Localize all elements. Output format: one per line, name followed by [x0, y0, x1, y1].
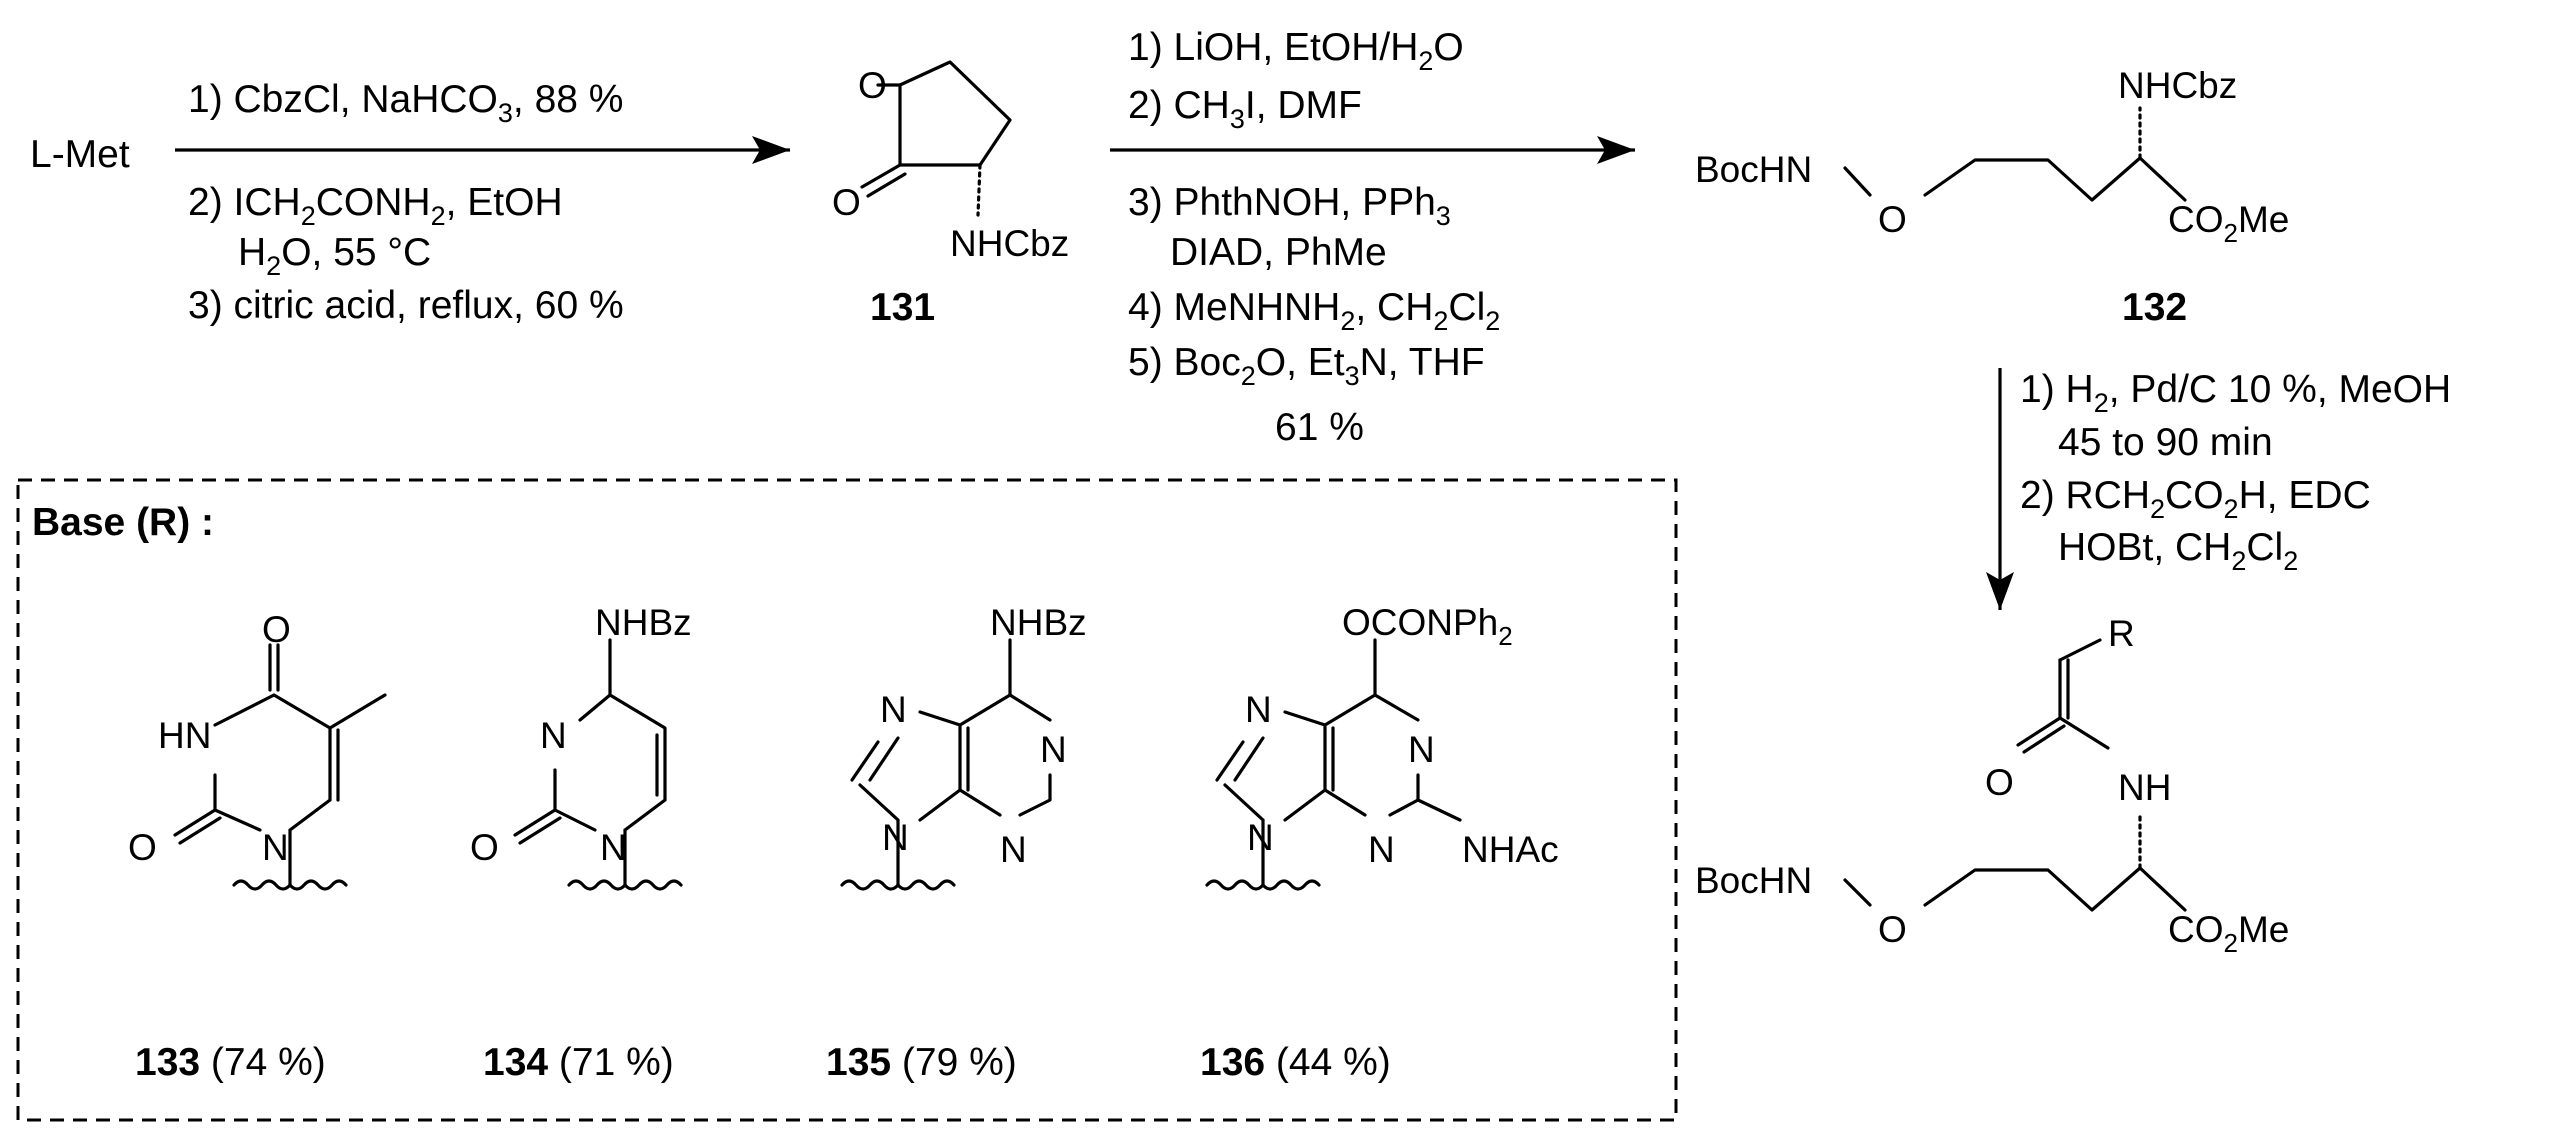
- compound-133-structure: [173, 643, 387, 891]
- arrow2-yield: 61 %: [1275, 406, 1364, 449]
- cmpd135-n9: N: [882, 817, 909, 858]
- arrow1-reagent-line-1: 1) CbzCl, NaHCO3, 88 %: [188, 78, 624, 128]
- arrow1-reagent-line-4: 3) citric acid, reflux, 60 %: [188, 284, 624, 327]
- cmpd133-n1: N: [262, 827, 289, 868]
- final-bochn: BocHN: [1695, 860, 1812, 901]
- final-nh: NH: [2118, 767, 2171, 808]
- compound-134-structure: [513, 638, 683, 891]
- arrow1-reagent-line-3: H2O, 55 °C: [238, 231, 431, 281]
- cmpd136-ocon: OCONPh2: [1342, 602, 1513, 651]
- arrow3-reagent-line-4: HOBt, CH2Cl2: [2058, 526, 2298, 576]
- final-product-structure: [1843, 638, 2187, 912]
- compound-132-structure: [1843, 106, 2187, 202]
- cmpd132-bochn: BocHN: [1695, 149, 1812, 190]
- cmpd136-n1: N: [1408, 729, 1435, 770]
- base-box: [16, 478, 1678, 1122]
- final-amide-oxygen: O: [1985, 762, 2014, 803]
- cmpd134-oxygen: O: [470, 827, 499, 868]
- cmpd132-ester: CO2Me: [2168, 199, 2289, 248]
- cmpd136-nhac: NHAc: [1462, 829, 1559, 870]
- arrow3-reagent-line-3: 2) RCH2CO2H, EDC: [2020, 474, 2371, 524]
- cmpd134-n3: N: [540, 715, 567, 756]
- cmpd131-number: 131: [870, 286, 935, 329]
- compound-136-structure: [1205, 638, 1462, 891]
- cmpd136-n3: N: [1368, 829, 1395, 870]
- cmpd135-n3: N: [1000, 829, 1027, 870]
- arrow2-reagent-line-5: 4) MeNHNH2, CH2Cl2: [1128, 286, 1500, 336]
- final-ester: CO2Me: [2168, 909, 2289, 958]
- cmpd131-carbonyl-oxygen: O: [832, 182, 861, 223]
- cmpd135-nhbz: NHBz: [990, 602, 1087, 643]
- cmpd132-nhcbz: NHCbz: [2118, 65, 2237, 106]
- base-box-title: Base (R) :: [32, 501, 214, 544]
- start-material-label: L-Met: [30, 133, 130, 176]
- cmpd135-n7: N: [880, 689, 907, 730]
- cmpd134-n1: N: [600, 827, 627, 868]
- cmpd136-n9: N: [1247, 817, 1274, 858]
- arrow2-reagent-line-1: 1) LiOH, EtOH/H2O: [1128, 26, 1464, 76]
- final-oxygen: O: [1878, 909, 1907, 950]
- final-r-group: R: [2108, 613, 2135, 654]
- cmpd134-label: 134 (71 %): [483, 1041, 674, 1084]
- cmpd131-ring-oxygen: O: [858, 65, 887, 106]
- cmpd136-n7: N: [1245, 689, 1272, 730]
- cmpd134-nhbz: NHBz: [595, 602, 692, 643]
- cmpd136-label: 136 (44 %): [1200, 1041, 1391, 1084]
- compound-135-structure: [840, 638, 1052, 891]
- cmpd135-n1: N: [1040, 729, 1067, 770]
- cmpd133-hn: HN: [158, 715, 211, 756]
- cmpd132-number: 132: [2122, 286, 2187, 329]
- cmpd133-oxygen-top: O: [262, 609, 291, 650]
- arrow1-reagent-line-2: 2) ICH2CONH2, EtOH: [188, 181, 563, 231]
- arrow2-reagent-line-2: 2) CH3I, DMF: [1128, 84, 1362, 134]
- cmpd133-label: 133 (74 %): [135, 1041, 326, 1084]
- cmpd133-oxygen-bottom: O: [128, 827, 157, 868]
- cmpd135-label: 135 (79 %): [826, 1041, 1017, 1084]
- cmpd131-amine-label: NHCbz: [950, 223, 1069, 264]
- arrow3-reagent-line-2: 45 to 90 min: [2058, 421, 2273, 464]
- arrow2-reagent-line-3: 3) PhthNOH, PPh3: [1128, 181, 1451, 231]
- arrow2-reagent-line-6: 5) Boc2O, Et3N, THF: [1128, 341, 1485, 391]
- compound-131-structure: [860, 60, 1012, 217]
- arrow3-reagent-line-1: 1) H2, Pd/C 10 %, MeOH: [2020, 368, 2451, 418]
- cmpd132-oxygen: O: [1878, 199, 1907, 240]
- arrow2-reagent-line-4: DIAD, PhMe: [1170, 231, 1387, 274]
